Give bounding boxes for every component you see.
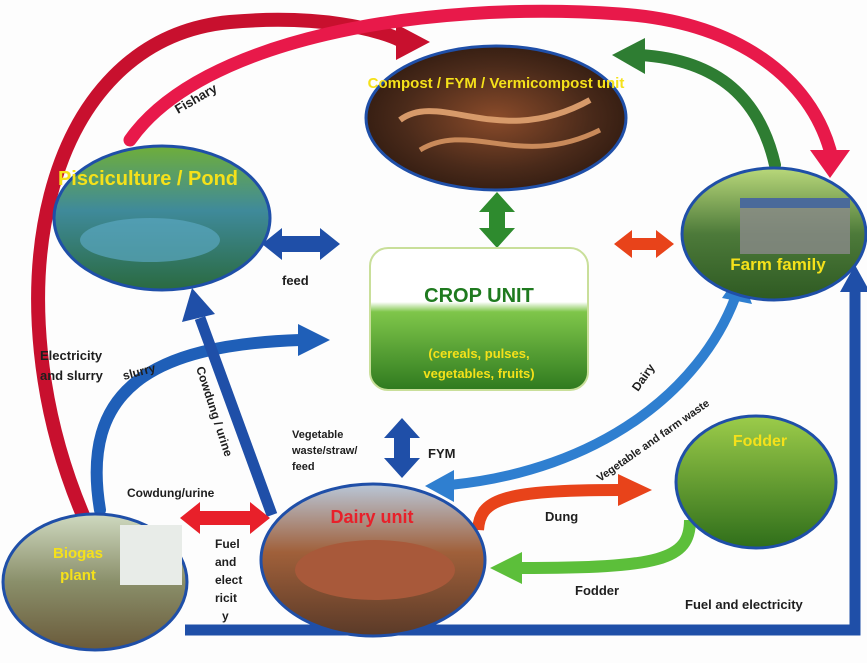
biogas-label-2: plant — [60, 567, 96, 584]
fodder-arrowhead-orange — [618, 474, 652, 506]
crop-arrowhead-blue — [298, 324, 330, 356]
crop-unit-subtitle-2: vegetables, fruits) — [423, 366, 534, 381]
biogas-label-1: Biogas — [53, 545, 103, 562]
electricity-label-1: Electricity — [40, 348, 103, 363]
compost-crop-double-arrow — [479, 192, 515, 248]
vegetable-label-1: Vegetable — [292, 429, 343, 441]
fodder-unit: Fodder — [674, 414, 838, 550]
crop-farm-double-arrow — [614, 230, 674, 258]
crop-unit-subtitle-1: (cereals, pulses, — [428, 346, 529, 361]
fym-double-arrow — [384, 418, 420, 478]
dairy-flow-label: Dairy — [629, 361, 658, 394]
fodder-label: Fodder — [733, 433, 787, 450]
dairy-arrowhead-lightblue — [425, 470, 454, 502]
compost-label-line1: Compost / FYM / Vermicompost unit — [368, 75, 625, 92]
dairy-unit-label: Dairy unit — [330, 507, 413, 527]
farm-to-compost-arrow — [634, 49, 781, 171]
dairy-farm-double-arrow — [449, 296, 740, 490]
crop-unit-title: CROP UNIT — [424, 285, 534, 307]
farm-family-unit: Farm family — [680, 166, 867, 302]
fuel-label-4: ricit — [215, 591, 237, 605]
cowdung-to-pond-arrow — [194, 316, 278, 517]
biogas-plant-unit: Biogas plant — [1, 512, 189, 652]
cowdung-horizontal-double-arrow — [180, 502, 270, 534]
fodder-flow-label: Fodder — [575, 583, 619, 598]
crop-unit: CROP UNIT (cereals, pulses, vegetables, … — [369, 247, 589, 391]
feed-label: feed — [282, 273, 309, 288]
pisciculture-label: Pisciculture / Pond — [58, 168, 238, 190]
fuel-label-1: Fuel — [215, 537, 240, 551]
fuel-label-5: y — [222, 609, 229, 623]
vegetable-label-3: feed — [292, 461, 315, 473]
dung-arrow — [472, 484, 621, 531]
fodder-arrow — [519, 519, 696, 574]
dairy-unit: Dairy unit — [259, 482, 487, 638]
dairy-arrowhead-green — [490, 552, 522, 584]
pisciculture-unit: Pisciculture / Pond — [52, 144, 272, 292]
farm-family-label: Farm family — [730, 255, 826, 274]
fuel-and-electricity-label: Fuel and electricity — [685, 597, 804, 612]
cowdung-urine-horizontal-label: Cowdung/urine — [127, 486, 215, 500]
compost-unit: Compost / FYM / Vermicompost unit — [364, 44, 628, 192]
fishary-arrow — [123, 4, 837, 157]
farm-family-arrowhead-pink — [810, 150, 850, 178]
fym-label: FYM — [428, 446, 455, 461]
dung-label: Dung — [545, 509, 578, 524]
compost-arrowhead-green — [612, 38, 645, 74]
fuel-label-2: and — [215, 555, 236, 569]
fuel-label-3: elect — [215, 573, 242, 587]
vegetable-label-2: waste/straw/ — [291, 445, 357, 457]
electricity-label-2: and slurry — [40, 368, 104, 383]
pond-arrowhead-blue — [182, 288, 215, 322]
compost-arrowhead-red — [396, 24, 430, 60]
slurry-to-crop-arrow — [90, 334, 306, 516]
farm-family-arrowhead-blue — [840, 265, 867, 292]
feed-double-arrow — [262, 228, 340, 260]
